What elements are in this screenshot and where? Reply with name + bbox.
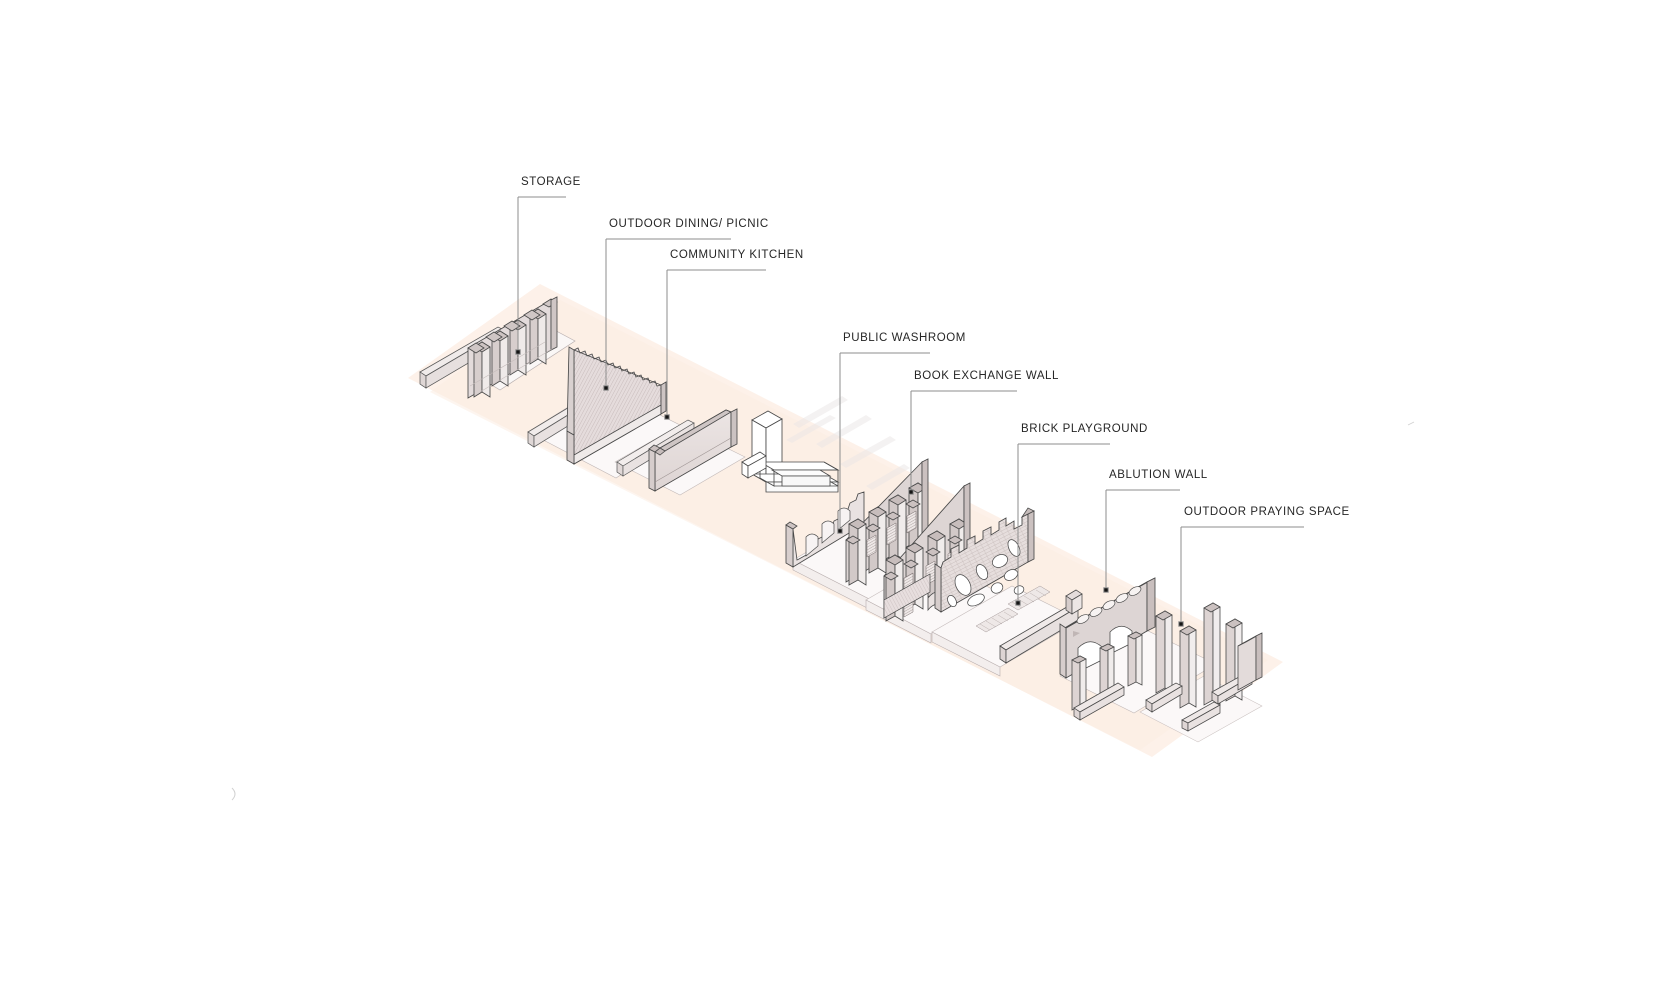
washroom-frame [750,410,840,493]
label-public-washroom: PUBLIC WASHROOM [843,332,966,344]
module-storage [419,296,576,399]
module-community-kitchen [614,408,746,496]
label-book-exchange-wall: BOOK EXCHANGE WALL [914,370,1059,382]
module-outdoor-praying-space [1139,602,1263,743]
label-brick-playground: BRICK PLAYGROUND [1021,423,1148,435]
washroom-fins [845,458,929,586]
label-storage: STORAGE [521,176,581,188]
stray-marks [231,421,1415,801]
ghost-marks [786,396,910,490]
module-ablution-wall [1059,577,1217,721]
module-brick-playground [927,507,1083,677]
label-community-kitchen: COMMUNITY KITCHEN [670,249,804,261]
module-public-washroom [741,396,947,614]
label-outdoor-praying-space: OUTDOOR PRAYING SPACE [1184,506,1350,518]
label-ablution-wall: ABLUTION WALL [1109,469,1208,481]
label-outdoor-dining-picnic: OUTDOOR DINING/ PICNIC [609,218,769,230]
